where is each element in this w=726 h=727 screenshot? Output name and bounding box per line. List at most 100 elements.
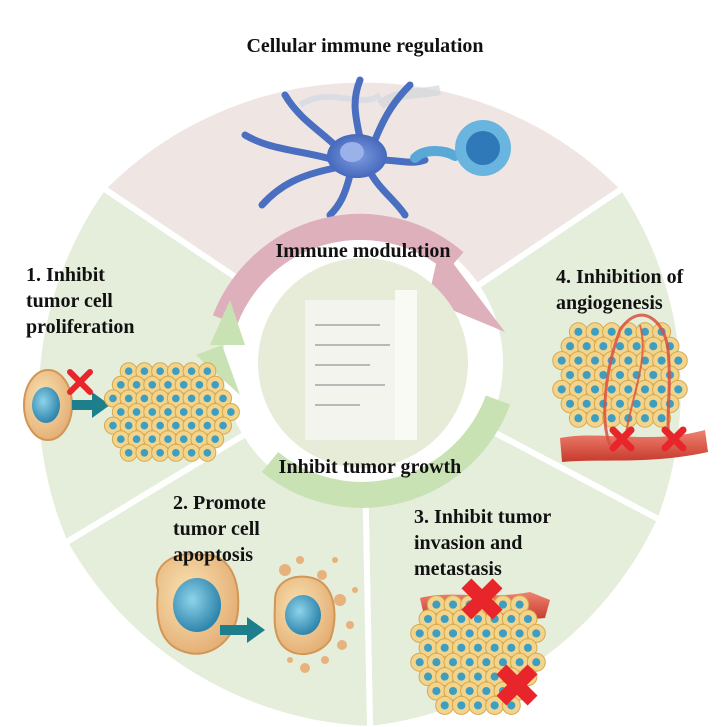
tumor-cell-nucleus	[195, 380, 204, 389]
tumor-cell-nucleus	[574, 385, 583, 394]
tumor-cell-nucleus	[140, 367, 149, 376]
tumor-cell-nucleus	[607, 385, 616, 394]
tumor-cell-nucleus	[599, 370, 608, 380]
apoptosis-label-line: tumor cell	[173, 518, 260, 540]
tumor-cell-nucleus	[117, 408, 125, 416]
tumor-cell-nucleus	[674, 356, 683, 365]
tumor-cell-nucleus	[532, 629, 541, 638]
tumor-cell-nucleus	[187, 448, 196, 457]
angiogenesis-label: 4. Inhibition of angiogenesis	[556, 266, 684, 314]
tumor-cell-nucleus	[132, 408, 141, 416]
tumor-cell-nucleus	[415, 629, 424, 638]
tumor-cell-nucleus	[649, 370, 658, 380]
center-cycle	[196, 213, 511, 508]
tumor-cell-nucleus	[515, 600, 524, 609]
tumor-cell-cluster	[552, 322, 688, 428]
tumor-cell-nucleus	[219, 421, 227, 430]
tumor-cell-nucleus	[640, 327, 650, 336]
proliferation-label-line: 1. Inhibit	[26, 264, 105, 286]
tumor-cell-nucleus	[657, 385, 666, 394]
tumor-cell-nucleus	[424, 672, 433, 681]
tumor-cell-nucleus	[156, 394, 164, 403]
tumor-cell-nucleus	[582, 399, 591, 408]
tumor-cell-nucleus	[187, 421, 196, 430]
tumor-cell-nucleus	[203, 448, 212, 457]
tumor-cell-nucleus	[532, 658, 541, 667]
tumor-cell-nucleus	[448, 686, 458, 696]
invasion-label: 3. Inhibit tumor invasion and metastasis	[414, 506, 551, 580]
tumor-cell-nucleus	[624, 385, 633, 394]
tumor-cell-nucleus	[172, 367, 180, 376]
tumor-cell-nucleus	[164, 408, 172, 416]
tumor-cell-nucleus	[523, 614, 532, 624]
block-x-icon	[67, 369, 93, 395]
tumor-cell-nucleus	[156, 421, 164, 430]
block-x-icon	[661, 426, 687, 452]
tumor-cell-nucleus	[432, 629, 441, 638]
tumor-cell-nucleus	[124, 448, 133, 457]
tumor-cell-nucleus	[523, 643, 532, 652]
tumor-cell-nucleus	[557, 356, 566, 365]
apoptosis-label-line: apoptosis	[173, 544, 253, 566]
tumor-cell-nucleus	[632, 342, 641, 351]
tumor-cell-nucleus	[211, 435, 219, 444]
proliferation-label-line: proliferation	[26, 316, 135, 338]
tumor-cell-nucleus	[615, 399, 625, 408]
tumor-cell-nucleus	[607, 327, 616, 336]
tumor-cell-nucleus	[657, 356, 666, 365]
tumor-cell-nucleus	[172, 421, 180, 430]
immune-modulation-arrow	[212, 213, 464, 325]
tumor-cell-nucleus	[566, 370, 575, 380]
tumor-cell-nucleus	[172, 448, 180, 457]
block-x-icon	[461, 578, 503, 620]
tumor-cell-nucleus	[582, 342, 591, 351]
tumor-cell-nucleus	[140, 421, 149, 430]
tumor-cell-nucleus	[649, 342, 658, 351]
angiogenesis-label-line: angiogenesis	[556, 292, 663, 314]
proliferation-sector	[32, 183, 369, 548]
tumor-cell-nucleus	[473, 614, 483, 624]
tumor-cell-nucleus	[574, 356, 583, 365]
tumor-cell-nucleus	[590, 327, 600, 336]
tumor-cell-nucleus	[640, 385, 650, 394]
tumor-cell-nucleus	[649, 399, 658, 408]
tumor-cell-nucleus	[624, 327, 633, 336]
inhibit-growth-label: Inhibit tumor growth	[279, 456, 462, 478]
tumor-cell-nucleus	[607, 414, 616, 423]
tumor-cell-nucleus	[440, 701, 449, 710]
tumor-cell-nucleus	[203, 421, 212, 430]
tumor-cell-nucleus	[574, 327, 583, 336]
tumor-cell-nucleus	[632, 399, 641, 408]
tumor-cell-nucleus	[195, 408, 204, 416]
invasion-label-line: metastasis	[414, 558, 502, 580]
invasion-label-line: invasion and	[414, 532, 522, 554]
tumor-cell-nucleus	[424, 643, 433, 652]
tumor-cell-nucleus	[490, 701, 499, 710]
tumor-cell-nucleus	[148, 435, 157, 444]
tumor-cell-nucleus	[590, 385, 600, 394]
arrow-icon	[247, 617, 265, 643]
tumor-cell-nucleus	[465, 686, 474, 696]
arrow-icon	[92, 392, 110, 418]
proliferation-label-line: tumor cell	[26, 290, 113, 312]
tumor-cell-nucleus	[515, 629, 524, 638]
tumor-cell-nucleus	[507, 643, 516, 652]
tumor-cell-nucleus	[566, 399, 575, 408]
tumor-cell-nucleus	[109, 421, 117, 430]
tumor-cell-nucleus	[448, 629, 458, 638]
tumor-cell-nucleus	[132, 380, 141, 389]
tumor-cell-nucleus	[432, 600, 441, 609]
tumor-cell-nucleus	[582, 370, 591, 380]
apoptosis-illustration	[155, 553, 358, 673]
tumor-cell-nucleus	[156, 367, 164, 376]
tumor-cell-nucleus	[172, 394, 180, 403]
tumor-cell-nucleus	[507, 701, 516, 710]
apoptotic-bodies	[279, 556, 358, 673]
tumor-cell-nucleus	[164, 380, 172, 389]
tumor-cell-nucleus	[156, 448, 164, 457]
tumor-cell-nucleus	[482, 686, 491, 696]
tumor-cell-nucleus	[124, 421, 133, 430]
tumor-cell-nucleus	[457, 643, 466, 652]
tumor-growth-arrow	[261, 395, 511, 508]
